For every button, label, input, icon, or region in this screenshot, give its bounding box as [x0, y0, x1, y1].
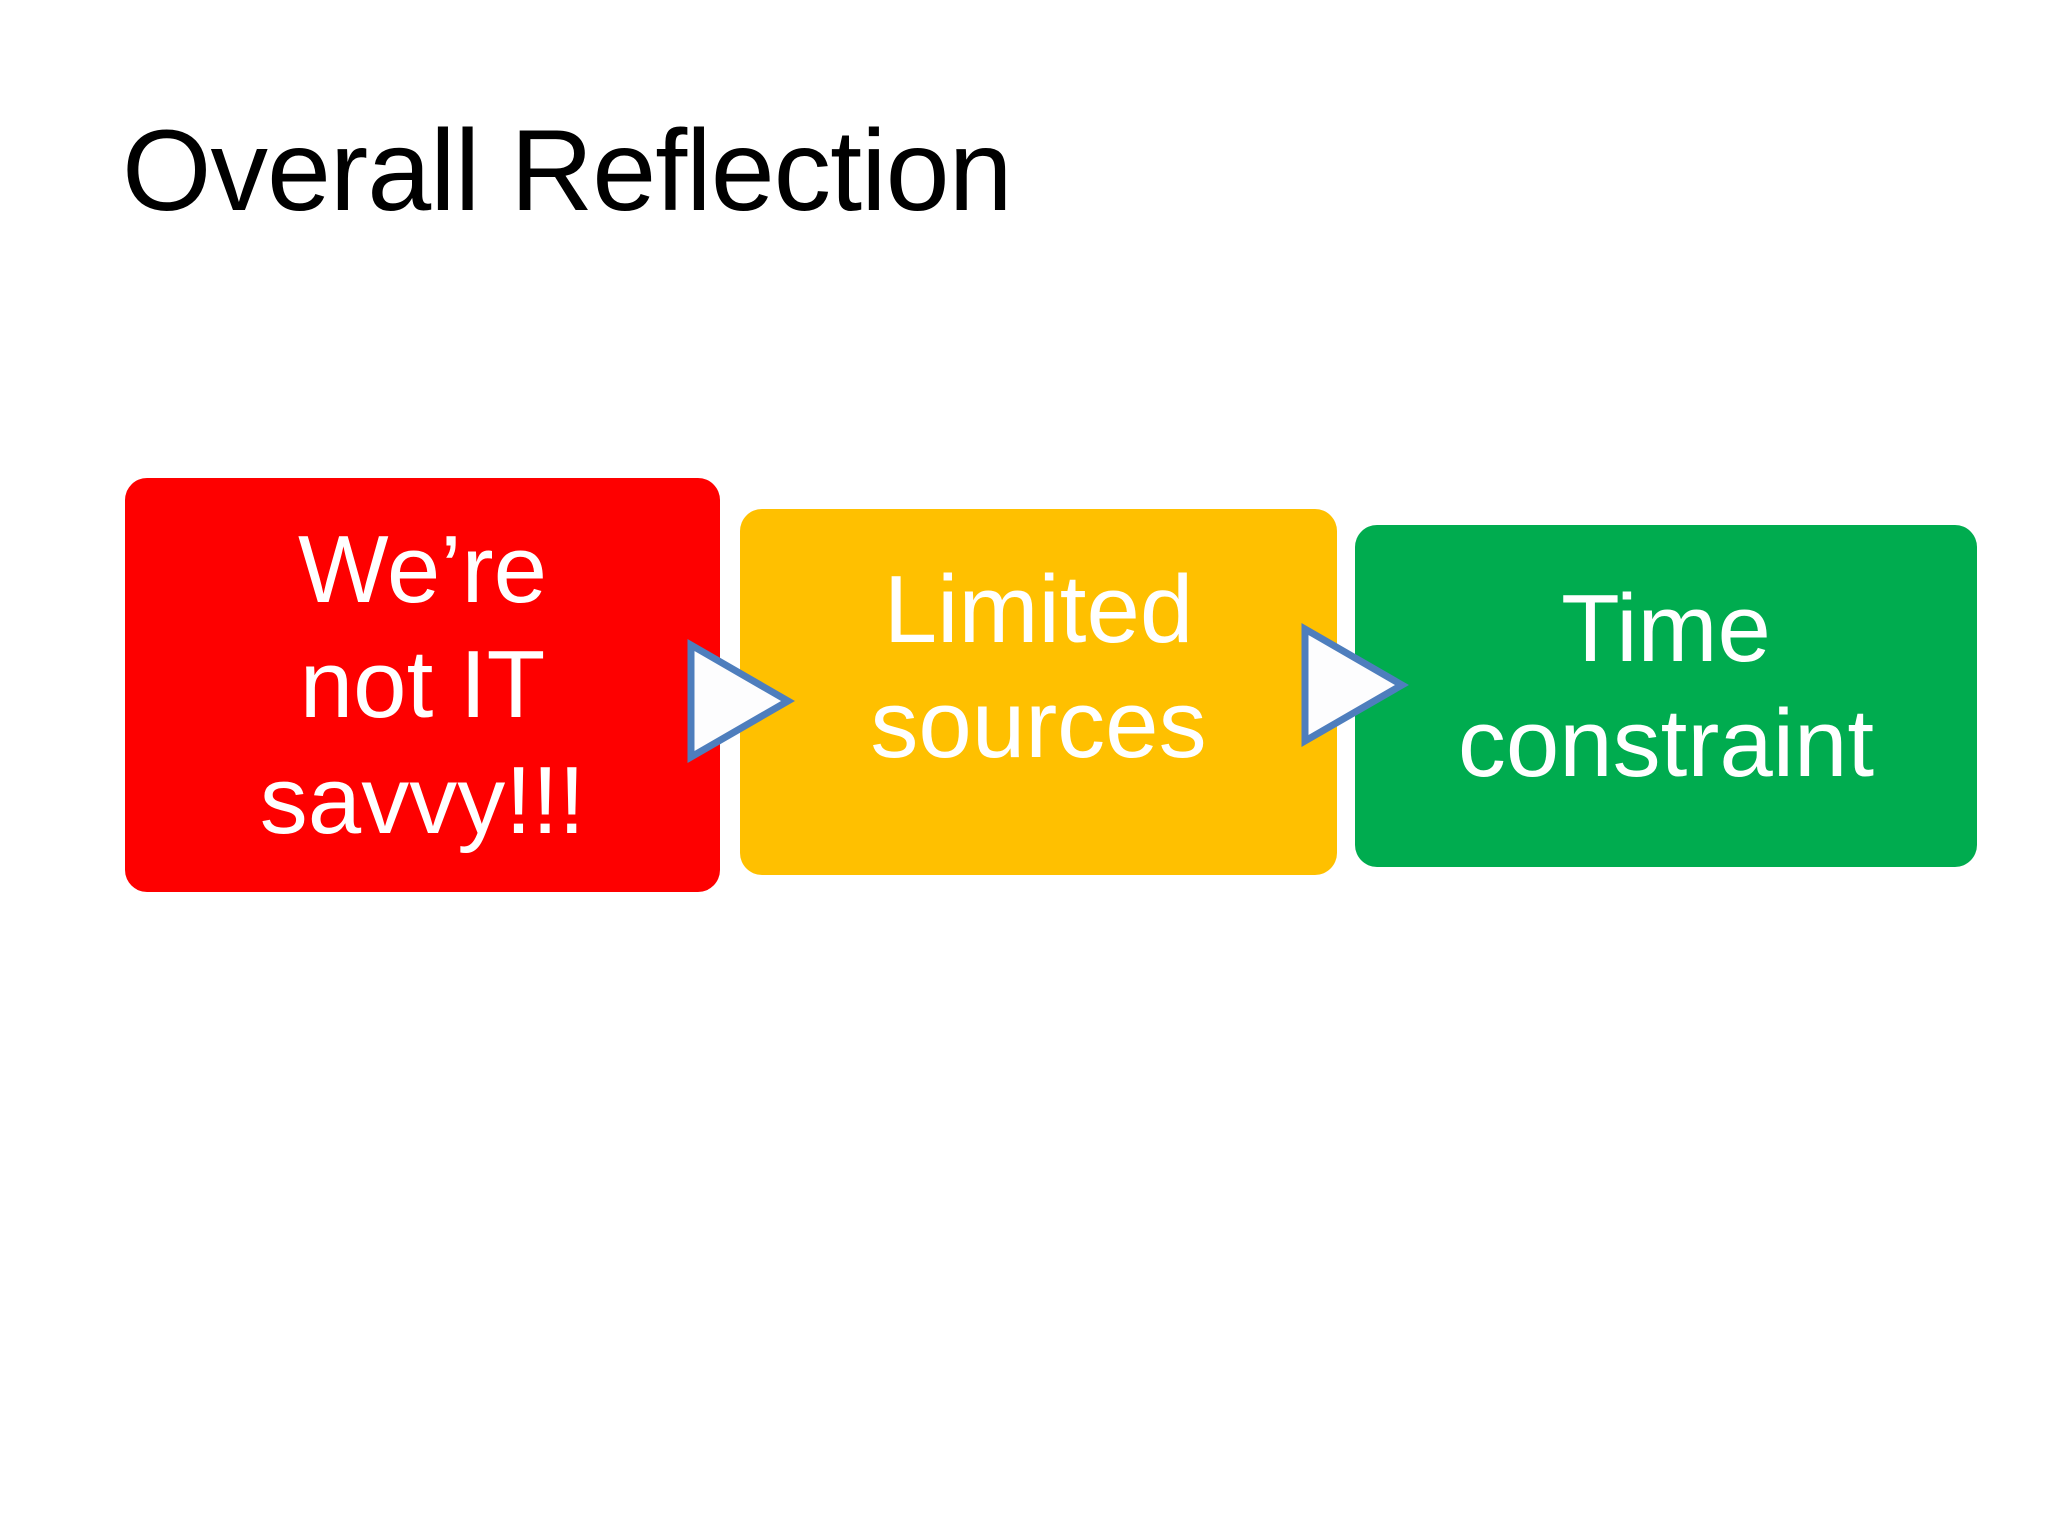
- flow-box-limited-sources: Limited sources: [740, 509, 1337, 875]
- flow-box-not-it-savvy: We’re not IT savvy!!!: [125, 478, 720, 892]
- flow-box-limited-sources-label: Limited sources: [870, 555, 1207, 778]
- flow-box-time-constraint-label: Time constraint: [1457, 574, 1875, 797]
- slide-title: Overall Reflection: [122, 107, 1013, 235]
- flow-box-not-it-savvy-label: We’re not IT savvy!!!: [259, 516, 586, 854]
- flow-box-time-constraint: Time constraint: [1355, 525, 1977, 867]
- right-arrow-triangle-1: [687, 638, 796, 764]
- right-arrow-triangle-2: [1301, 622, 1410, 748]
- right-arrow-icon: [1301, 622, 1410, 748]
- right-arrow-icon: [687, 638, 796, 764]
